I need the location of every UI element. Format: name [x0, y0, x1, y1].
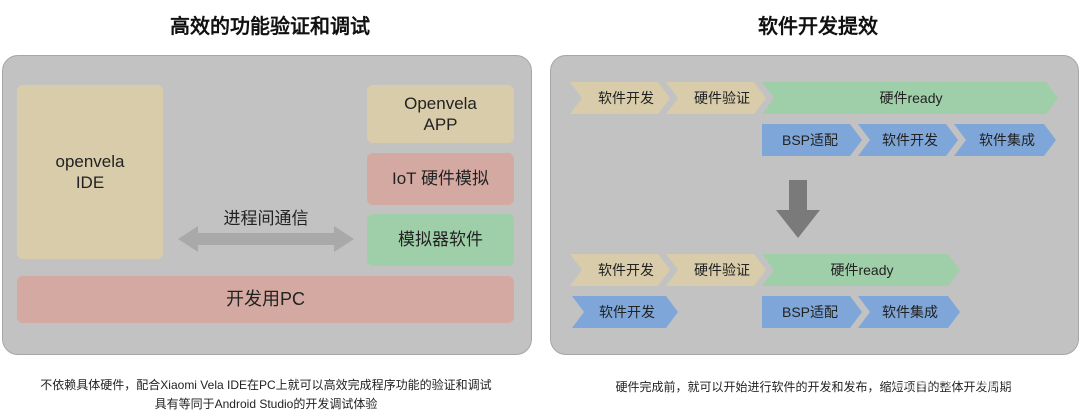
left-caption-line-2: 具有等同于Android Studio的开发调试体验	[154, 397, 378, 412]
down-arrow	[776, 180, 820, 238]
after-chevron-bsp	[762, 296, 862, 328]
before-label-software-dev-2: 软件开发	[882, 132, 938, 148]
iot-hardware-sim-box: IoT 硬件模拟	[367, 153, 514, 205]
before-label-hardware-ready: 硬件ready	[879, 90, 943, 106]
simulator-software-box: 模拟器软件	[367, 214, 514, 266]
dev-pc-box: 开发用PC	[17, 276, 514, 323]
after-row1-shapes	[570, 254, 960, 286]
before-row1-shapes	[570, 82, 1058, 114]
before-label-software-dev: 软件开发	[598, 90, 654, 106]
left-caption-line-1: 不依赖具体硬件，配合Xiaomi Vela IDE在PC上就可以高效完成程序功能…	[40, 378, 492, 392]
after-chevron-hardware-verify	[666, 254, 766, 286]
before-chevron-software-dev	[570, 82, 670, 114]
before-label-software-integrate: 软件集成	[979, 132, 1035, 148]
after-label-software-integrate: 软件集成	[882, 304, 938, 320]
before-chevron-software-dev-2	[858, 124, 958, 156]
before-row2-shapes	[762, 124, 1056, 156]
after-label-software-dev: 软件开发	[598, 262, 654, 278]
before-chevron-hardware-ready	[762, 82, 1058, 114]
right-panel-title: 软件开发提效	[758, 16, 878, 38]
after-chevron-software-dev	[570, 254, 670, 286]
after-row2-shapes	[762, 296, 960, 328]
after-chevron-software-integrate	[858, 296, 960, 328]
before-chevron-software-integrate	[954, 124, 1056, 156]
after-label-bsp: BSP适配	[781, 304, 838, 320]
before-label-bsp: BSP适配	[781, 132, 838, 148]
openvela-ide-box: openvela IDE	[17, 85, 163, 259]
after-label-hardware-verify: 硬件验证	[694, 262, 750, 278]
before-label-hardware-verify: 硬件验证	[694, 90, 750, 106]
before-chevron-hardware-verify	[666, 82, 766, 114]
before-chevron-bsp	[762, 124, 862, 156]
right-caption: 硬件完成前，就可以开始进行软件的开发和发布，缩短项目的整体开发周期	[615, 380, 1012, 394]
ipc-double-arrow	[178, 226, 354, 252]
after-label-software-dev-early: 软件开发	[599, 304, 655, 320]
openvela-app-box: Openvela APP	[367, 85, 514, 143]
ipc-label: 进程间通信	[223, 209, 309, 228]
left-caption: 不依赖具体硬件，配合Xiaomi Vela IDE在PC上就可以高效完成程序功能…	[2, 376, 530, 414]
after-chevron-software-dev-early	[572, 296, 678, 328]
after-chevron-hardware-ready	[762, 254, 960, 286]
after-row2-left-shape	[572, 296, 678, 328]
left-panel-title: 高效的功能验证和调试	[170, 16, 370, 38]
watermark: 公众号 · openvela	[889, 367, 1070, 392]
after-label-hardware-ready: 硬件ready	[830, 262, 894, 278]
